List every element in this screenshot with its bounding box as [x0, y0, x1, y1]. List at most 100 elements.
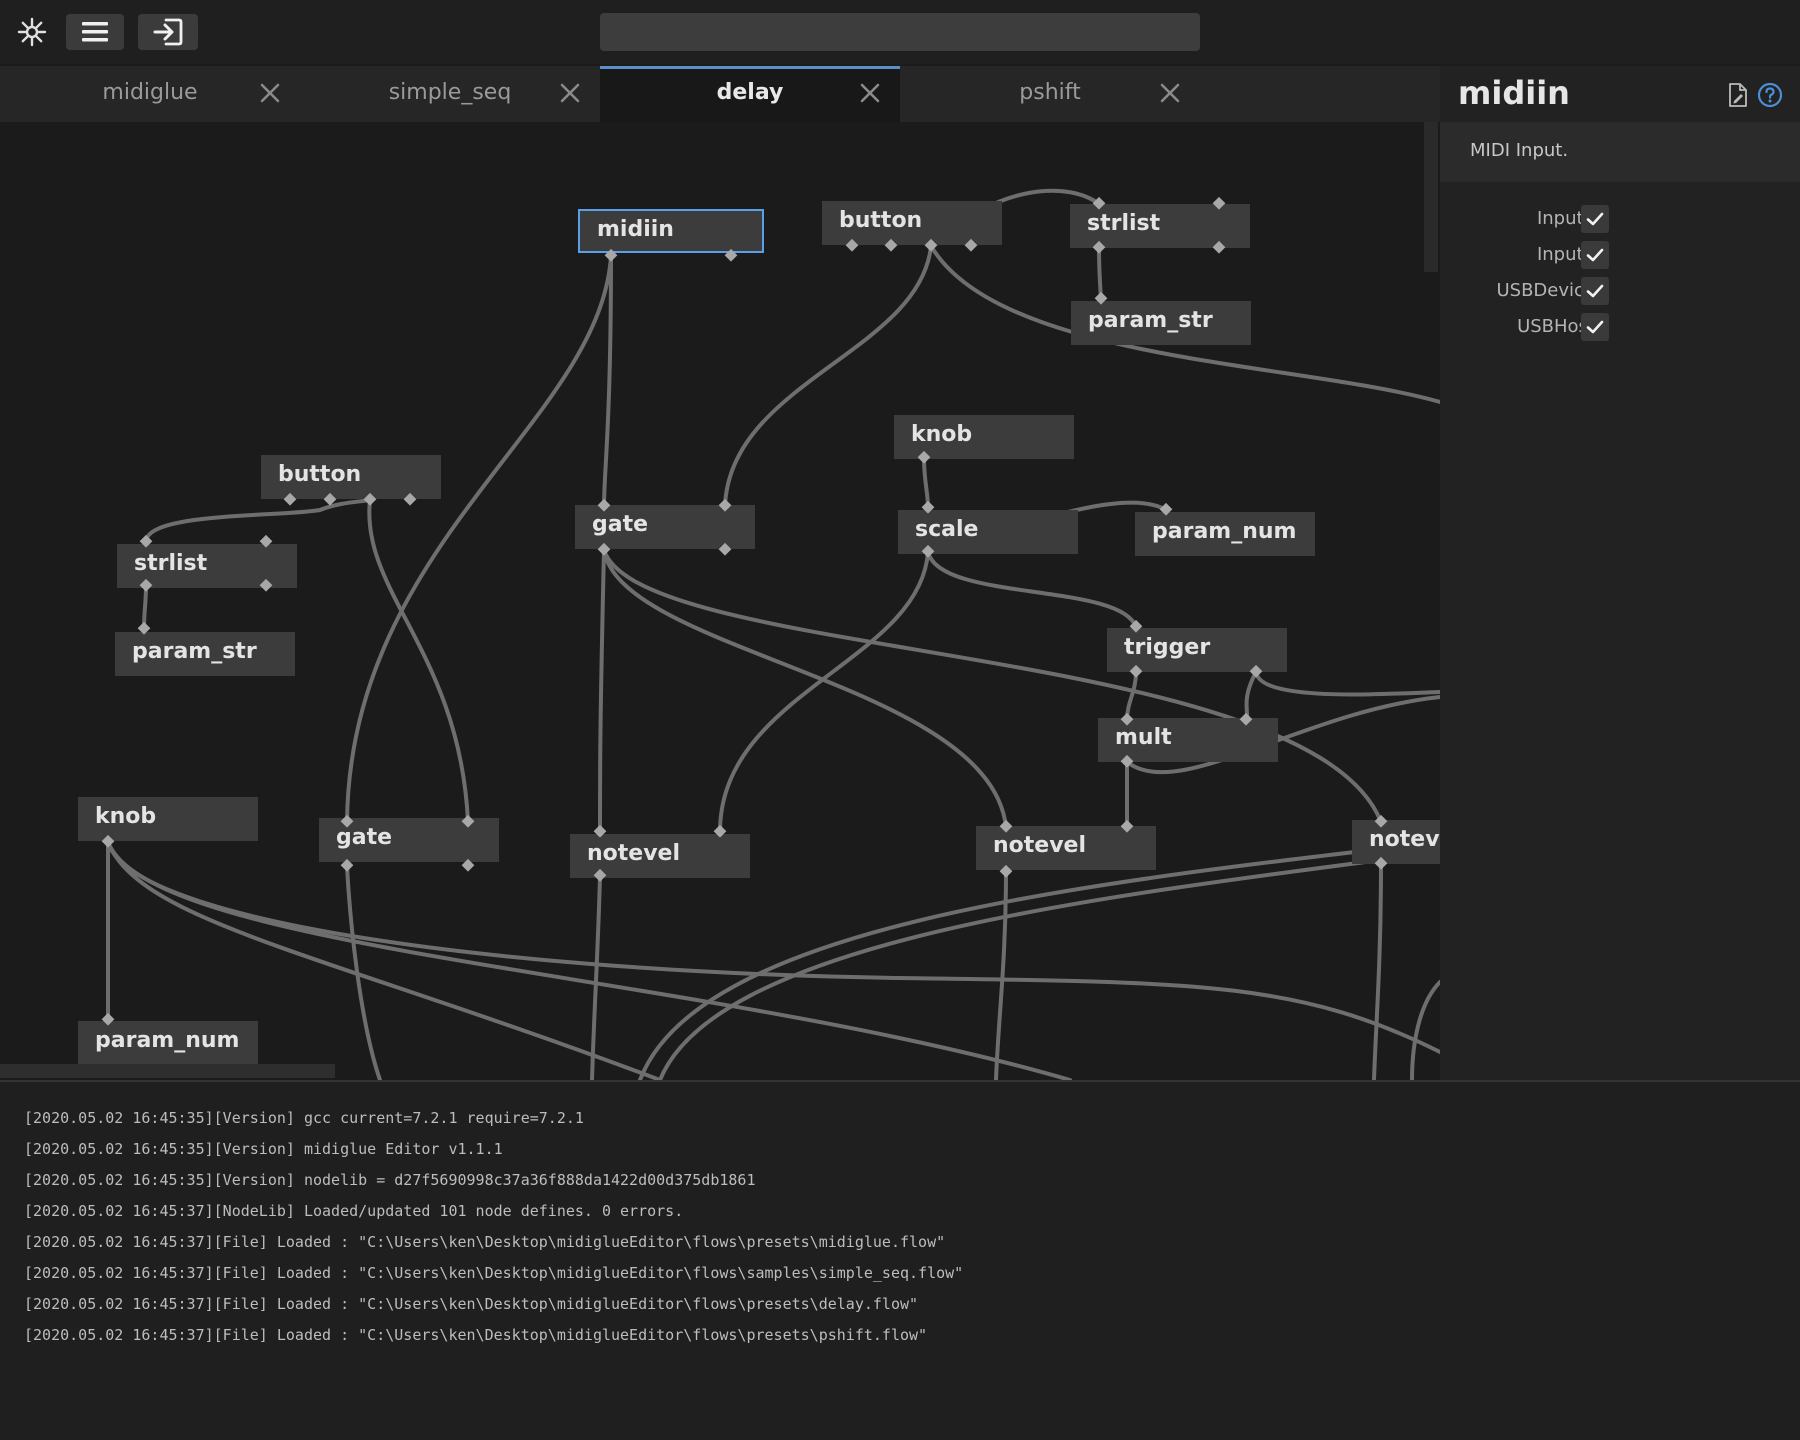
wire	[106, 840, 662, 1080]
close-icon[interactable]	[858, 81, 882, 105]
close-icon[interactable]	[258, 81, 282, 105]
node-title: notevel	[587, 841, 681, 866]
node-midiin[interactable]: midiin	[578, 209, 764, 253]
wire	[602, 548, 1383, 824]
close-icon[interactable]	[558, 81, 582, 105]
tab-label: pshift	[1019, 80, 1081, 105]
wire	[1244, 670, 1258, 722]
toolbar	[0, 0, 1800, 64]
help-icon[interactable]	[1757, 82, 1783, 108]
wire	[144, 498, 372, 544]
option-usbhost: USBHost	[1440, 312, 1800, 344]
log-line: [2020.05.02 16:45:37][File] Loaded : "C:…	[24, 1264, 964, 1282]
checkmark-icon	[1586, 248, 1604, 262]
wire	[106, 840, 1440, 1054]
option-checkbox[interactable]	[1581, 205, 1609, 233]
node-scale[interactable]: scale	[898, 510, 1078, 554]
vertical-scrollbar[interactable]	[1424, 122, 1438, 272]
option-checkbox[interactable]	[1581, 241, 1609, 269]
wire	[723, 244, 933, 508]
node-gate-mid[interactable]: gate	[575, 505, 755, 549]
option-label: Input1	[1536, 208, 1595, 229]
wire	[602, 254, 613, 508]
node-notevel-2[interactable]: notevel	[976, 826, 1156, 870]
log-line: [2020.05.02 16:45:37][NodeLib] Loaded/up…	[24, 1202, 684, 1220]
node-title: param_str	[132, 639, 257, 664]
menu-button[interactable]	[66, 14, 124, 50]
node-param-str-top[interactable]: param_str	[1071, 301, 1251, 345]
log-line: [2020.05.02 16:45:35][Version] nodelib =…	[24, 1171, 756, 1189]
wire	[926, 550, 1138, 629]
option-label: USBDevice	[1496, 280, 1595, 301]
node-strlist-top[interactable]: strlist	[1070, 204, 1250, 248]
node-graph-canvas[interactable]: midiin button strlist param_str knob sca…	[0, 122, 1440, 1080]
node-strlist-left[interactable]: strlist	[117, 544, 297, 588]
option-input2: Input2	[1440, 240, 1800, 272]
node-title: strlist	[134, 551, 208, 576]
node-notevel-1[interactable]: notevel	[570, 834, 750, 878]
node-title: trigger	[1124, 635, 1211, 660]
close-icon[interactable]	[1158, 81, 1182, 105]
import-button[interactable]	[138, 14, 198, 50]
node-title: gate	[336, 825, 393, 850]
tab-label: simple_seq	[388, 80, 512, 105]
node-param-str-left[interactable]: param_str	[115, 632, 295, 676]
console-log: [2020.05.02 16:45:35][Version] gcc curre…	[0, 1080, 1800, 1440]
wire	[929, 244, 1440, 404]
tab-label: midiglue	[102, 80, 198, 105]
node-description: MIDI Input.	[1470, 140, 1569, 161]
node-param-num-left[interactable]: param_num	[78, 1021, 258, 1065]
wire	[638, 840, 1440, 1080]
node-title: mult	[1115, 725, 1172, 750]
option-checkbox[interactable]	[1581, 277, 1609, 305]
node-title: button	[839, 208, 923, 233]
wire	[1097, 246, 1103, 301]
node-mult[interactable]: mult	[1098, 718, 1278, 762]
node-notevel-3[interactable]: notevel	[1352, 820, 1440, 864]
node-gate-left[interactable]: gate	[319, 818, 499, 862]
node-button-top[interactable]: button	[822, 201, 1002, 245]
node-title: param_str	[1088, 308, 1213, 333]
wire	[345, 864, 382, 1080]
node-title: knob	[95, 804, 157, 829]
app-logo[interactable]	[14, 14, 50, 50]
wire	[922, 456, 930, 510]
properties-panel: midiin MIDI Input. Input1 Input2 USBDevi…	[1440, 66, 1800, 1080]
node-title: button	[278, 462, 362, 487]
description-box: MIDI Input.	[1440, 122, 1800, 182]
node-knob-left[interactable]: knob	[78, 797, 258, 841]
log-line: [2020.05.02 16:45:35][Version] gcc curre…	[24, 1109, 584, 1127]
node-title: param_num	[1152, 519, 1297, 544]
node-title: strlist	[1087, 211, 1161, 236]
node-trigger[interactable]: trigger	[1107, 628, 1287, 672]
wire	[1125, 670, 1138, 722]
option-label: Input2	[1536, 244, 1595, 265]
tab-delay[interactable]: delay	[600, 66, 900, 122]
wire	[142, 584, 148, 631]
edit-document-icon[interactable]	[1726, 82, 1750, 108]
node-title: gate	[592, 512, 649, 537]
log-line: [2020.05.02 16:45:37][File] Loaded : "C:…	[24, 1295, 919, 1313]
wire	[1372, 862, 1383, 1080]
checkmark-icon	[1586, 320, 1604, 334]
connection-wires	[105, 188, 1440, 1080]
horizontal-scrollbar[interactable]	[0, 1064, 335, 1078]
checkmark-icon	[1586, 212, 1604, 226]
option-checkbox[interactable]	[1581, 313, 1609, 341]
tab-pshift[interactable]: pshift	[900, 66, 1200, 122]
tab-simple-seq[interactable]: simple_seq	[300, 66, 600, 122]
node-param-num-mid[interactable]: param_num	[1135, 512, 1315, 556]
log-line: [2020.05.02 16:45:37][File] Loaded : "C:…	[24, 1233, 946, 1251]
node-title: midiin	[597, 217, 674, 242]
node-button-left[interactable]: button	[261, 455, 441, 499]
node-title: notevel	[993, 833, 1087, 858]
wire	[602, 548, 1008, 829]
import-icon	[153, 18, 183, 46]
tab-midiglue[interactable]: midiglue	[0, 66, 300, 122]
wire	[598, 548, 606, 834]
panel-title: midiin	[1458, 74, 1570, 112]
node-knob-mid[interactable]: knob	[894, 415, 1074, 459]
search-input[interactable]	[600, 13, 1200, 51]
wire	[367, 498, 470, 824]
wire	[1410, 980, 1440, 1080]
